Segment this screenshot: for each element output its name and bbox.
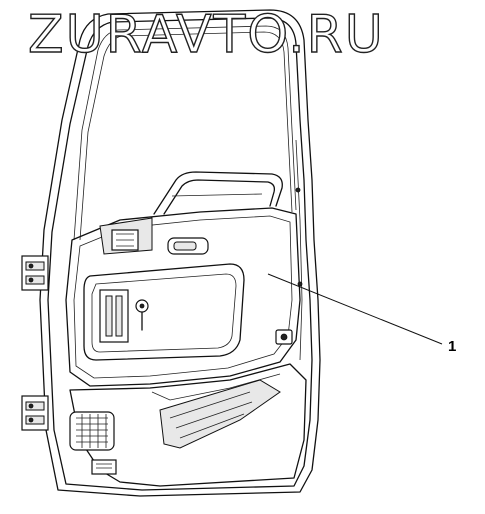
door-seal [295, 139, 303, 361]
watermark-text: ZURAVTO.RU [28, 5, 385, 60]
storage-pocket [83, 263, 245, 361]
lower-hinge [21, 395, 49, 431]
speaker-grille [69, 411, 115, 451]
callout-label-1: 1 [448, 338, 457, 355]
armrest-grab-handle [153, 171, 283, 215]
lock-switch [275, 329, 293, 345]
bottom-vent [91, 459, 117, 475]
callout-leader-line [267, 273, 443, 345]
window-regulator [99, 289, 149, 343]
upper-hinge [21, 255, 49, 291]
inner-door-handle [167, 237, 209, 255]
watermark: ZURAVTO.RU [28, 4, 385, 60]
door-trim-panel [65, 207, 301, 387]
door-outer-frame [39, 9, 321, 497]
